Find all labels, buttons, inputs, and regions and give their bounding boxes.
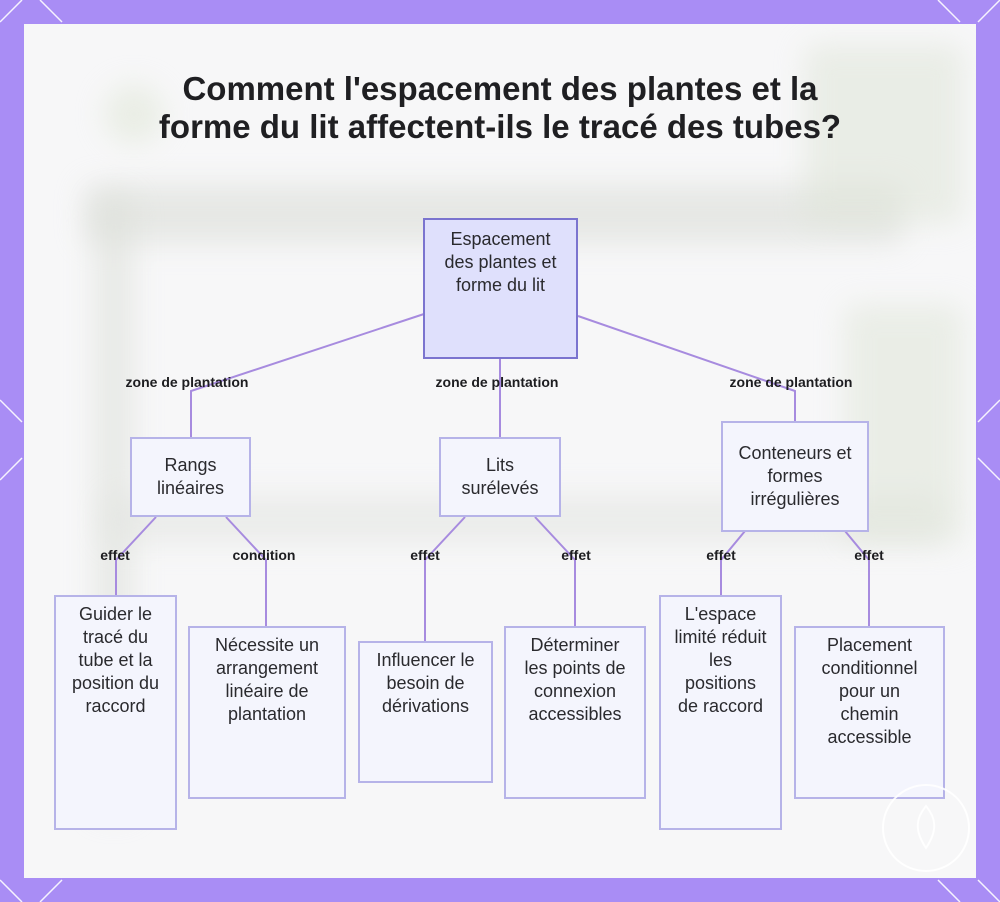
background-blur	[104, 84, 164, 144]
leaf-node-label: Guider le tracé du tube et la position d…	[71, 604, 160, 716]
edge-zone1-leaf2	[225, 516, 267, 626]
leaf-node-influencer: Influencer le besoin de dérivations	[358, 641, 493, 783]
edge-label-effect: effet	[410, 547, 440, 563]
leaf-node-determiner: Déterminer les points de connexion acces…	[504, 626, 646, 799]
edge-label-condition: condition	[232, 547, 296, 563]
leaf-node-placement: Placement conditionnel pour un chemin ac…	[794, 626, 945, 799]
leaf-node-necessite: Nécessite un arrangement linéaire de pla…	[188, 626, 346, 799]
zone-node-conteneurs: Conteneurs et formes irrégulières	[721, 421, 869, 532]
edge-zone3-leaf2	[844, 530, 870, 626]
edge-label-effect: effet	[561, 547, 591, 563]
diagram-title: Comment l'espacement des plantes et la f…	[158, 70, 842, 145]
zone-node-lits: Lits surélevés	[439, 437, 561, 517]
edge-zone1-leaf1	[115, 516, 157, 595]
leaf-node-guider: Guider le tracé du tube et la position d…	[54, 595, 177, 830]
edge-label-effect: effet	[706, 547, 736, 563]
leaf-node-label: Nécessite un arrangement linéaire de pla…	[214, 635, 320, 724]
root-node: Espacement des plantes et forme du lit	[423, 218, 578, 359]
leaf-node-espace-limite: L'espace limité réduit les positions de …	[659, 595, 782, 830]
edge-label-effect: effet	[854, 547, 884, 563]
zone-node-label: Lits surélevés	[461, 455, 539, 498]
edge-label-zone: zone de plantation	[729, 374, 853, 390]
edge-label-effect: effet	[100, 547, 130, 563]
background-blur	[804, 44, 964, 224]
edge-zone3-leaf1	[720, 530, 746, 595]
zone-node-rangs: Rangs linéaires	[130, 437, 251, 517]
edge-zone2-leaf2	[534, 516, 576, 626]
leaf-node-label: L'espace limité réduit les positions de …	[674, 604, 767, 716]
watermark-logo-icon	[882, 784, 970, 872]
edge-label-zone: zone de plantation	[125, 374, 249, 390]
edge-root-zone-1	[190, 313, 425, 438]
edge-zone2-leaf1	[424, 516, 466, 641]
leaf-node-label: Déterminer les points de connexion acces…	[524, 635, 626, 724]
leaf-node-label: Influencer le besoin de dérivations	[376, 650, 475, 716]
zone-node-label: Conteneurs et formes irrégulières	[738, 443, 852, 509]
leaf-node-label: Placement conditionnel pour un chemin ac…	[821, 635, 918, 747]
root-node-label: Espacement des plantes et forme du lit	[444, 229, 557, 295]
edge-label-zone: zone de plantation	[435, 374, 559, 390]
zone-node-label: Rangs linéaires	[156, 455, 225, 498]
edge-root-zone-3	[577, 315, 796, 422]
